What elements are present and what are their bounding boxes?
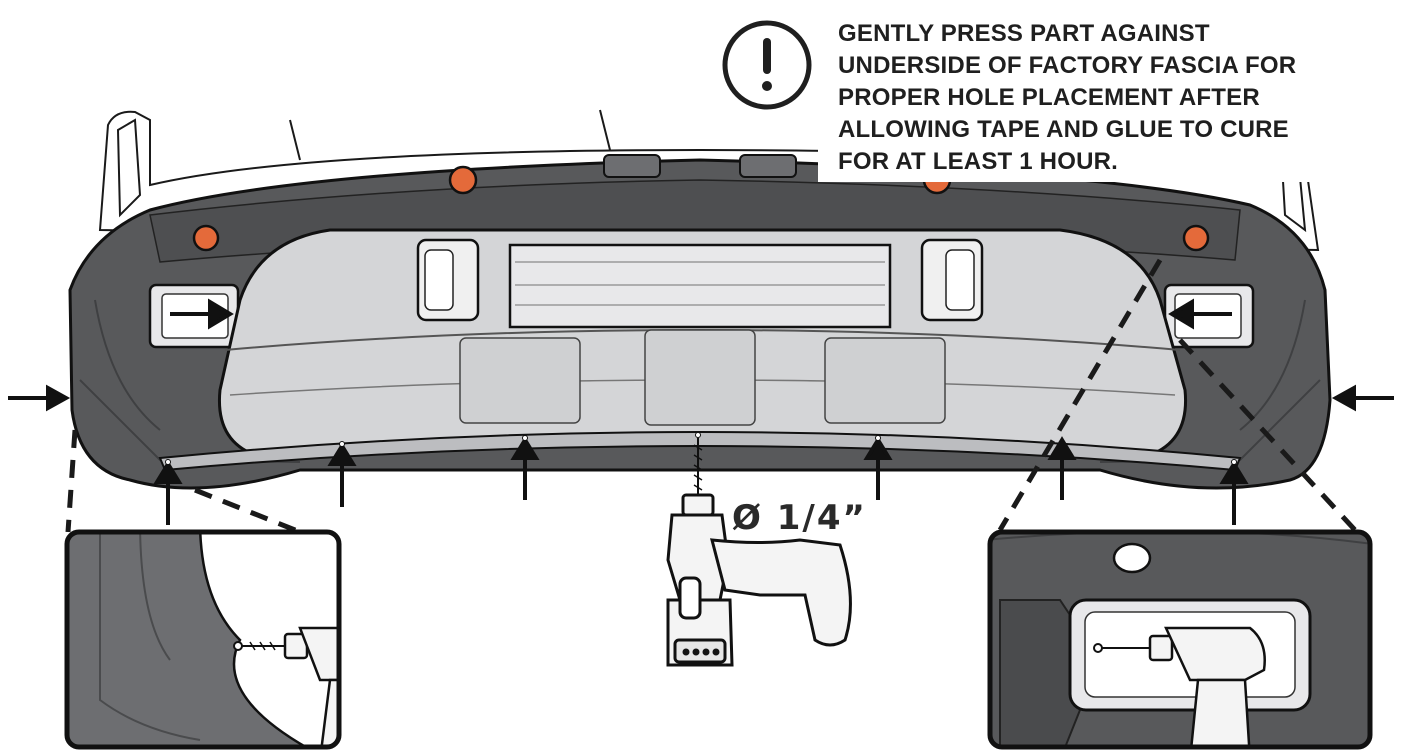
arrow-right-icon — [8, 298, 234, 412]
instruction-note-line: GENTLY PRESS PART AGAINST — [838, 20, 1210, 47]
exclamation-circle-icon — [722, 20, 812, 110]
drill-size-label: Ø 1/4” — [732, 498, 867, 538]
detail-callout-frame — [987, 529, 1373, 750]
instruction-note-line: FOR AT LEAST 1 HOUR. — [838, 148, 1118, 175]
arrow-left-icon — [1168, 298, 1394, 412]
hole-marks — [165, 432, 1237, 465]
instruction-note-panel — [818, 10, 1378, 182]
skid-plate-part — [158, 228, 1242, 472]
instruction-note-line: UNDERSIDE OF FACTORY FASCIA FOR — [838, 52, 1297, 79]
detail-callout-frame — [64, 529, 342, 750]
callout-leader-lines — [65, 258, 1357, 535]
instruction-note-line: ALLOWING TAPE AND GLUE TO CURE — [838, 116, 1289, 143]
drill-bit — [693, 438, 703, 495]
drill-icon — [666, 493, 852, 667]
instruction-note-text: GENTLY PRESS PART AGAINST UNDERSIDE OF F… — [838, 18, 1378, 178]
arrow-up-icon — [153, 436, 1249, 525]
instruction-note-line: PROPER HOLE PLACEMENT AFTER — [838, 84, 1260, 111]
